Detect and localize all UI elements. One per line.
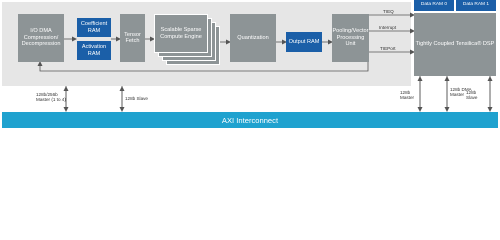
coefficient-ram-label: Coefficient RAM	[80, 21, 108, 34]
tieport-label: TIEPort	[380, 46, 396, 51]
interrupt-label: Interrupt	[379, 25, 397, 30]
data-ram-0-label: Data RAM 0	[420, 2, 448, 8]
data-ram-0-block: Data RAM 0	[414, 0, 454, 11]
pooling-vector-block: Pooling/Vector Processing Unit	[332, 14, 369, 62]
sparse-engine-block: Scalable Sparse Compute Engine	[154, 14, 208, 53]
quantization-block: Quantization	[230, 14, 276, 62]
dma-master-label: 128b DMA Master	[450, 87, 472, 98]
output-ram-block: Output RAM	[286, 32, 322, 52]
quantization-label: Quantization	[237, 34, 269, 41]
data-ram-1-label: Data RAM 1	[462, 2, 490, 8]
activation-ram-block: Activation RAM	[77, 41, 111, 60]
activation-ram-label: Activation RAM	[81, 44, 107, 57]
io-dma-block: I/O DMA Compression/ Decompression	[18, 14, 64, 62]
pooling-vector-label: Pooling/Vector Processing Unit	[332, 28, 369, 48]
dsp-label: Tightly Coupled Tensilica® DSP	[415, 41, 495, 48]
coefficient-ram-block: Coefficient RAM	[77, 18, 111, 37]
io-dma-label: I/O DMA Compression/ Decompression	[21, 28, 61, 48]
output-ram-label: Output RAM	[288, 38, 320, 45]
sparse-engine-label: Scalable Sparse Compute Engine	[160, 27, 202, 40]
master-dsp-label: 128b Master	[400, 90, 415, 101]
tensor-fetch-block: Tensor Fetch	[120, 14, 145, 62]
slave-left-label: 128b Slave	[125, 96, 148, 101]
slave-dsp-label: 128b Slave	[466, 90, 478, 101]
dsp-block: Tightly Coupled Tensilica® DSP	[414, 13, 496, 76]
tensor-fetch-label: Tensor Fetch	[124, 31, 141, 44]
axi-interconnect-bar: AXI Interconnect	[2, 112, 498, 128]
data-ram-1-block: Data RAM 1	[456, 0, 496, 11]
tieq-label: TIEQ	[383, 9, 394, 14]
axi-interconnect-label: AXI Interconnect	[221, 115, 279, 125]
connection-arrows	[37, 12, 493, 112]
master-left-label: 128b/256b Master (1 to 4)	[36, 92, 66, 103]
